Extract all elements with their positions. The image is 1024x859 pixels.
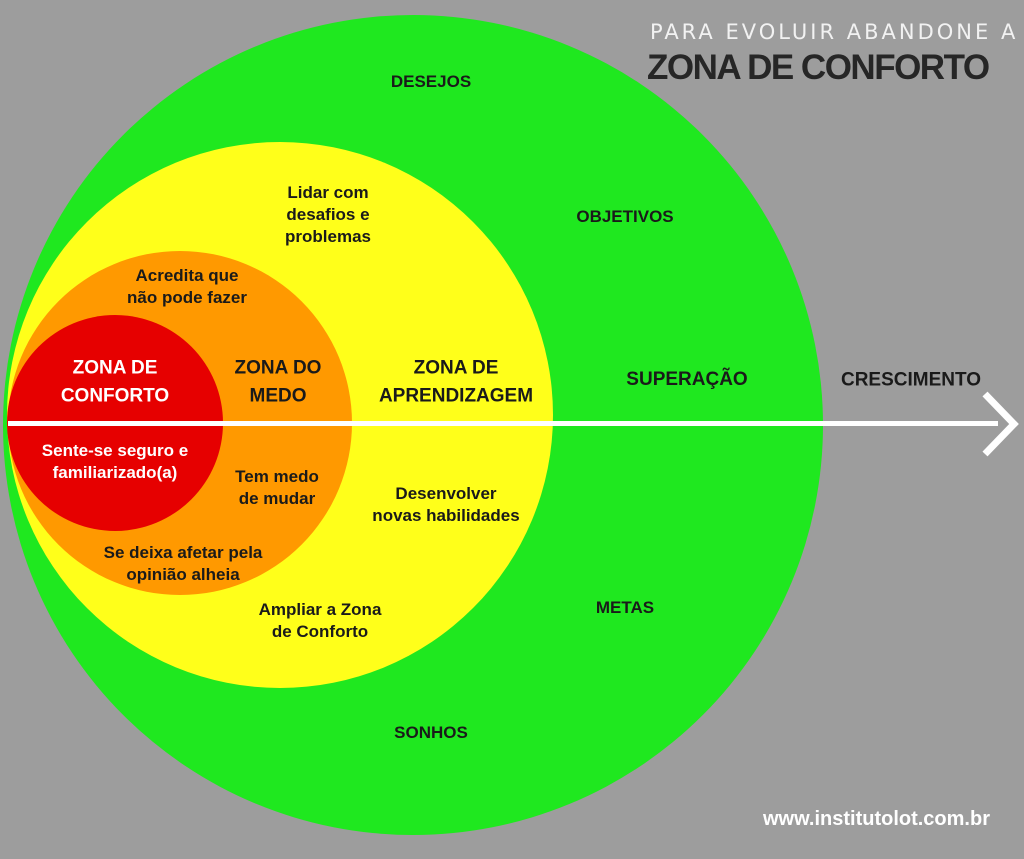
learning-zone-name: ZONA DE APRENDIZAGEM <box>378 357 534 406</box>
title-line-2: ZONA DE CONFORTO <box>647 48 990 87</box>
growth-item-desejos: DESEJOS <box>390 71 472 91</box>
growth-arrow <box>8 391 1019 457</box>
fear-zone-name: ZONA DO MEDO <box>234 357 322 406</box>
arrow-label: CRESCIMENTO <box>840 369 982 391</box>
arrow-shaft <box>8 421 998 426</box>
learning-item-habilidades: Desenvolver novas habilidades <box>372 483 520 525</box>
learning-item-ampliar: Ampliar a Zona de Conforto <box>258 599 382 641</box>
growth-item-sonhos: SONHOS <box>394 722 468 742</box>
comfort-zone-desc: Sente-se seguro e familiarizado(a) <box>41 440 189 482</box>
growth-zone-name: SUPERAÇÃO <box>626 369 748 391</box>
growth-item-metas: METAS <box>595 597 655 617</box>
title-line-1: PARA EVOLUIR ABANDONE A <box>650 20 1019 44</box>
fear-item-medo: Tem medo de mudar <box>235 466 319 508</box>
arrow-head <box>982 391 1019 457</box>
fear-item-acredita: Acredita que não pode fazer <box>127 265 247 307</box>
fear-item-opiniao: Se deixa afetar pela opinião alheia <box>103 542 263 584</box>
comfort-zone-name: ZONA DE CONFORTO <box>60 357 170 406</box>
website-link[interactable]: www.institutolot.com.br <box>762 808 990 830</box>
growth-item-objetivos: OBJETIVOS <box>576 206 674 226</box>
learning-item-desafios: Lidar com desafios e problemas <box>285 182 371 247</box>
